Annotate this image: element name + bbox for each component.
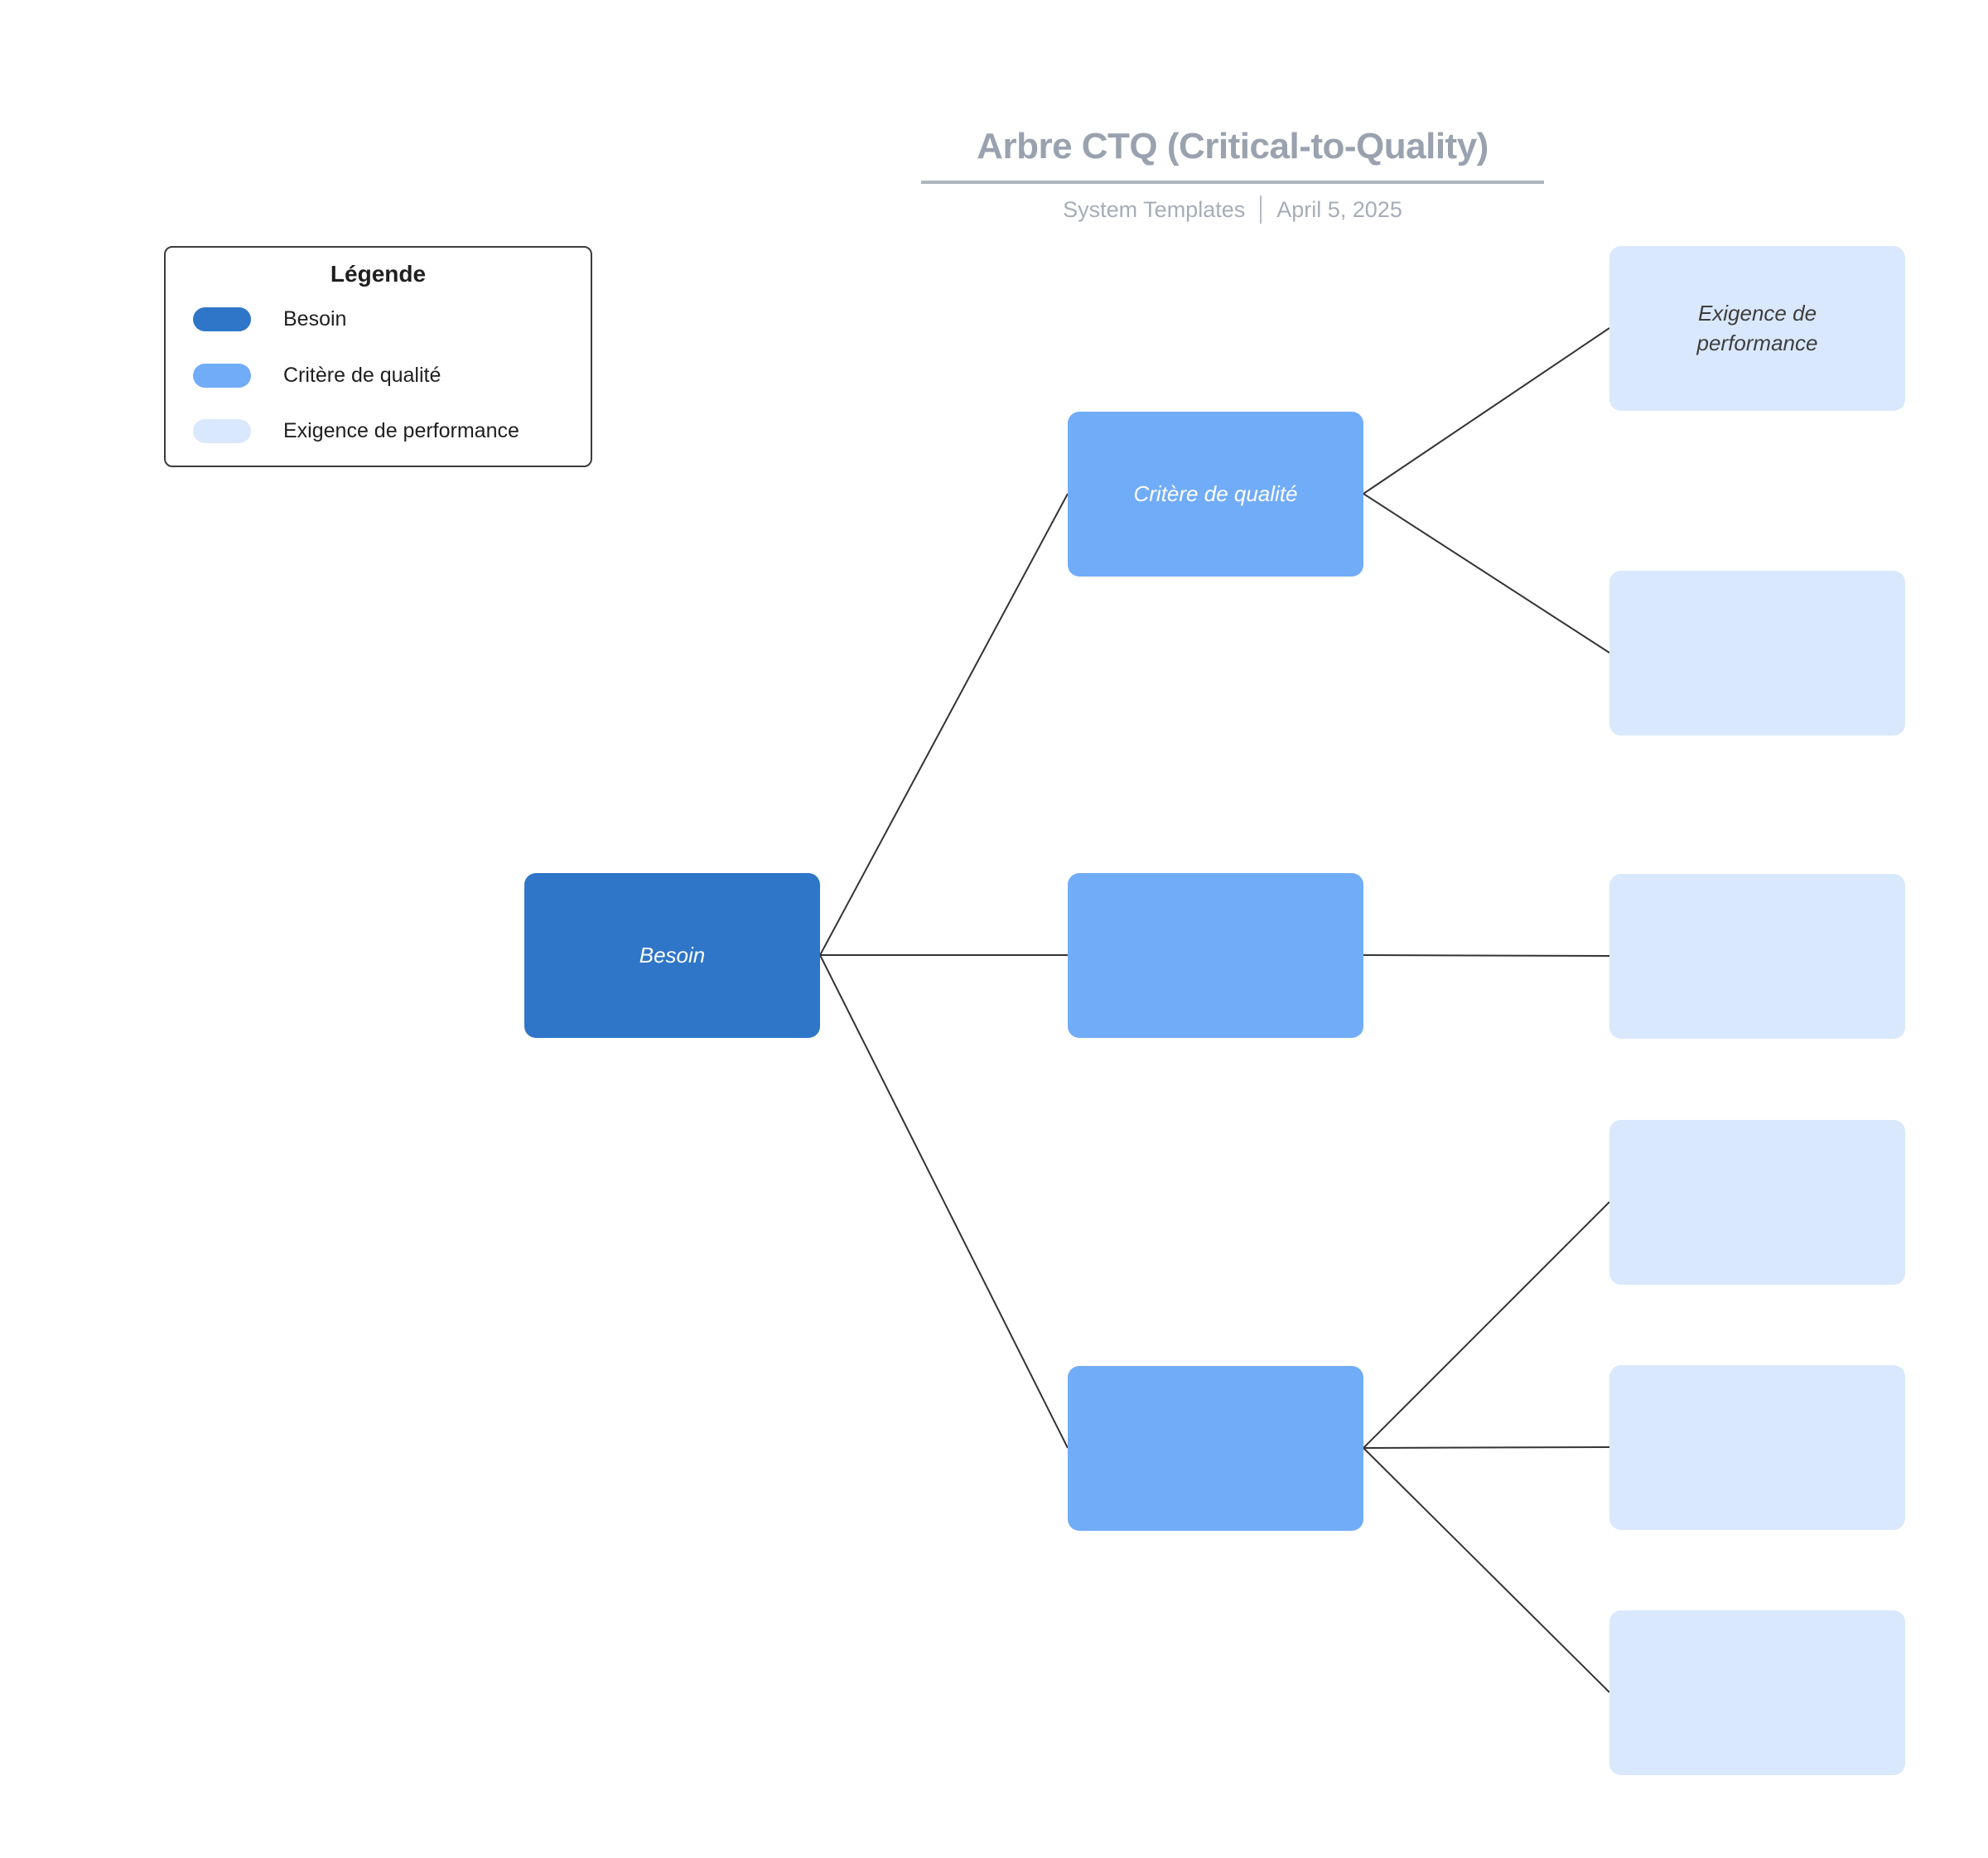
connector-line [1363,1446,1610,1449]
legend-swatch-exigence [193,419,251,443]
node-exigence-performance-3 [1609,874,1905,1039]
subtitle-date: April 5, 2025 [1276,196,1402,222]
header: Arbre CTQ (Critical-to-Quality) System T… [921,126,1544,224]
node-critere-qualite-2 [1068,873,1363,1038]
legend-swatch-besoin [193,307,251,331]
legend-label: Besoin [283,307,347,331]
connector-line [819,493,1069,956]
connector-line [1363,954,1610,957]
connector-line [1363,1201,1610,1449]
connector-line [819,954,1069,1449]
subtitle: System Templates April 5, 2025 [921,195,1544,224]
legend-item-exigence: Exigence de performance [166,419,591,443]
node-exigence-performance-6 [1609,1610,1905,1775]
legend-item-critere: Critère de qualité [166,364,591,388]
legend-label: Critère de qualité [283,364,442,387]
node-exigence-performance-5 [1609,1365,1905,1530]
subtitle-divider [1260,195,1262,224]
legend-title: Légende [330,261,427,287]
legend-item-besoin: Besoin [166,307,591,331]
node-critere-qualite-3 [1068,1366,1363,1531]
subtitle-byline: System Templates [1063,196,1246,222]
connector-line [1363,1447,1610,1693]
connector-line [1363,327,1610,495]
node-exigence-performance-1: Exigence de performance [1609,246,1905,411]
legend-label: Exigence de performance [283,419,519,442]
node-exigence-performance-2 [1609,571,1905,736]
legend: Légende Besoin Critère de qualité Exigen… [164,246,592,467]
page-title: Arbre CTQ (Critical-to-Quality) [921,126,1544,184]
node-exigence-performance-4 [1609,1120,1905,1285]
legend-swatch-critere [193,364,251,388]
connector-line [1363,493,1610,654]
node-besoin: Besoin [524,873,820,1038]
node-critere-qualite-1: Critère de qualité [1068,412,1363,577]
